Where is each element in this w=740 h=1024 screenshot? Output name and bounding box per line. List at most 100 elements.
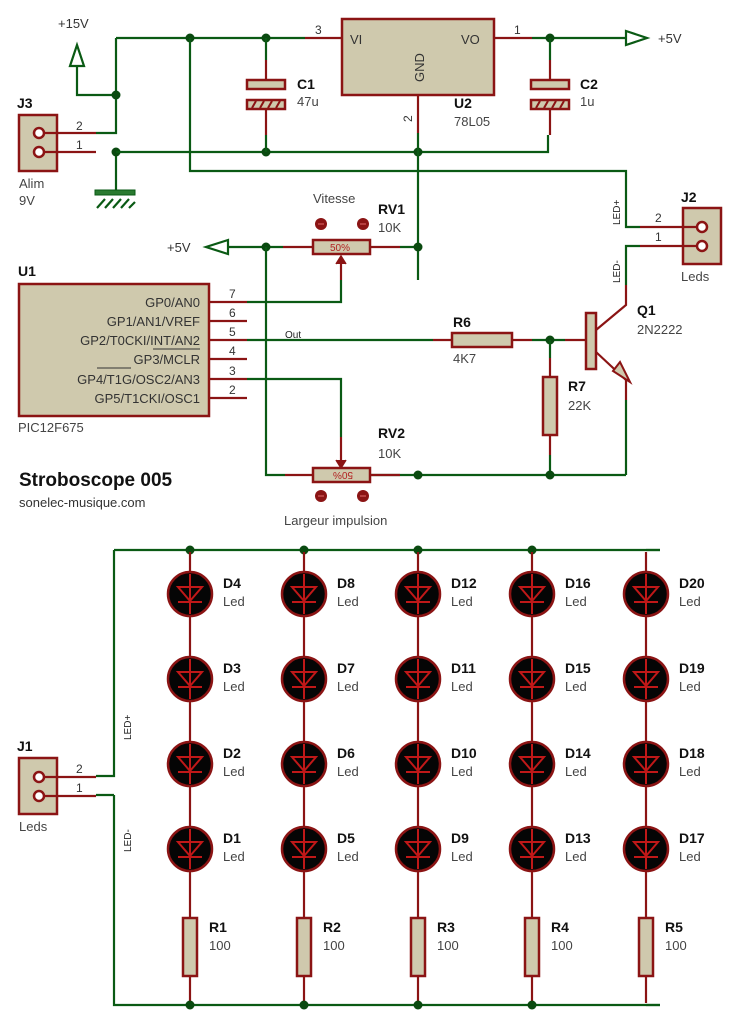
q1-value: 2N2222 bbox=[637, 322, 683, 337]
u2-pin-num-1: 1 bbox=[514, 23, 521, 37]
j3-label-9v: 9V bbox=[19, 193, 35, 208]
resistor-ref: R2 bbox=[323, 919, 341, 935]
u2-pin-num-2: 2 bbox=[401, 115, 415, 122]
j3-ref: J3 bbox=[17, 95, 33, 111]
u1-pin-number: 6 bbox=[229, 306, 236, 320]
r7-ref: R7 bbox=[568, 378, 586, 394]
rv1-value: 10K bbox=[378, 220, 401, 235]
j2-pin-label-1: 1 bbox=[655, 230, 662, 244]
r7-value: 22K bbox=[568, 398, 591, 413]
connector-j2: J2 2 1 Leds LED+ LED- bbox=[612, 189, 723, 285]
j2-ref: J2 bbox=[681, 189, 697, 205]
led-ref: D20 bbox=[679, 575, 705, 591]
led-ref: D14 bbox=[565, 745, 591, 761]
led-value: Led bbox=[451, 764, 473, 779]
led-value: Led bbox=[223, 764, 245, 779]
u1-pin-name: GP3/MCLR bbox=[134, 352, 200, 367]
j1-net-led-plus: LED+ bbox=[123, 715, 134, 740]
u1-pin-number: 4 bbox=[229, 344, 236, 358]
u2-ref: U2 bbox=[454, 95, 472, 111]
led-value: Led bbox=[679, 764, 701, 779]
rv1-label-vitesse: Vitesse bbox=[313, 191, 355, 206]
power-5v-out-label: +5V bbox=[658, 31, 682, 46]
led-ref: D17 bbox=[679, 830, 705, 846]
led-ref: D5 bbox=[337, 830, 355, 846]
connector-j3: J3 2 1 Alim 9V bbox=[17, 38, 118, 208]
j2-pin-2-icon bbox=[695, 220, 709, 234]
led-value: Led bbox=[565, 594, 587, 609]
led-value: Led bbox=[679, 849, 701, 864]
led-ref: D12 bbox=[451, 575, 477, 591]
led-ref: D6 bbox=[337, 745, 355, 761]
led-value: Led bbox=[337, 849, 359, 864]
led-value: Led bbox=[451, 594, 473, 609]
resistor-ref: R1 bbox=[209, 919, 227, 935]
c2-value: 1u bbox=[580, 94, 594, 109]
j3-pin-2-icon bbox=[32, 126, 46, 140]
c2-ref: C2 bbox=[580, 76, 598, 92]
j1-net-led-minus: LED- bbox=[123, 829, 134, 852]
led-value: Led bbox=[337, 679, 359, 694]
j2-net-led-minus: LED- bbox=[612, 260, 623, 283]
j1-pin-2-icon bbox=[32, 770, 46, 784]
resistor-value: 100 bbox=[551, 938, 573, 953]
r6-value: 4K7 bbox=[453, 351, 476, 366]
led-ref: D13 bbox=[565, 830, 591, 846]
u1-pin-name: GP2/T0CKI/INT/AN2 bbox=[80, 333, 200, 348]
rv1-ref: RV1 bbox=[378, 201, 405, 217]
u2-pin-vo: VO bbox=[461, 32, 480, 47]
resistor-r7: R7 22K bbox=[541, 340, 591, 475]
u2-pin-vi: VI bbox=[350, 32, 362, 47]
resistor-value: 100 bbox=[665, 938, 687, 953]
potentiometer-rv2: 50% Largeur impulsion RV2 10K bbox=[247, 377, 405, 528]
resistor-ref: R3 bbox=[437, 919, 455, 935]
rv2-label-largeur: Largeur impulsion bbox=[284, 513, 387, 528]
website-label: sonelec-musique.com bbox=[19, 495, 145, 510]
transistor-q1: Q1 2N2222 bbox=[584, 285, 683, 475]
capacitor-c1: C1 47u bbox=[245, 38, 319, 152]
u1-ref: U1 bbox=[18, 263, 36, 279]
led-value: Led bbox=[337, 594, 359, 609]
led-value: Led bbox=[565, 679, 587, 694]
u2-pin-num-3: 3 bbox=[315, 23, 322, 37]
u1-pin-name: GP4/T1G/OSC2/AN3 bbox=[77, 372, 200, 387]
u1-pin-number: 7 bbox=[229, 287, 236, 301]
j1-pin-label-1: 1 bbox=[76, 781, 83, 795]
resistor-ref: R4 bbox=[551, 919, 569, 935]
capacitor-c2: C2 1u bbox=[529, 38, 598, 135]
c1-value: 47u bbox=[297, 94, 319, 109]
microcontroller-u1: U1 PIC12F675 bbox=[17, 263, 211, 435]
j3-label-alim: Alim bbox=[19, 176, 44, 191]
led-value: Led bbox=[679, 594, 701, 609]
j2-value: Leds bbox=[681, 269, 710, 284]
rv2-value: 10K bbox=[378, 446, 401, 461]
rv2-position: 50% bbox=[333, 469, 353, 480]
u2-value: 78L05 bbox=[454, 114, 490, 129]
led-ref: D11 bbox=[451, 660, 476, 676]
connector-j1: J1 2 1 Leds LED+ LED- bbox=[17, 715, 134, 852]
led-ref: D18 bbox=[679, 745, 705, 761]
c1-ref: C1 bbox=[297, 76, 315, 92]
j2-pin-label-2: 2 bbox=[655, 211, 662, 225]
led-ref: D9 bbox=[451, 830, 469, 846]
